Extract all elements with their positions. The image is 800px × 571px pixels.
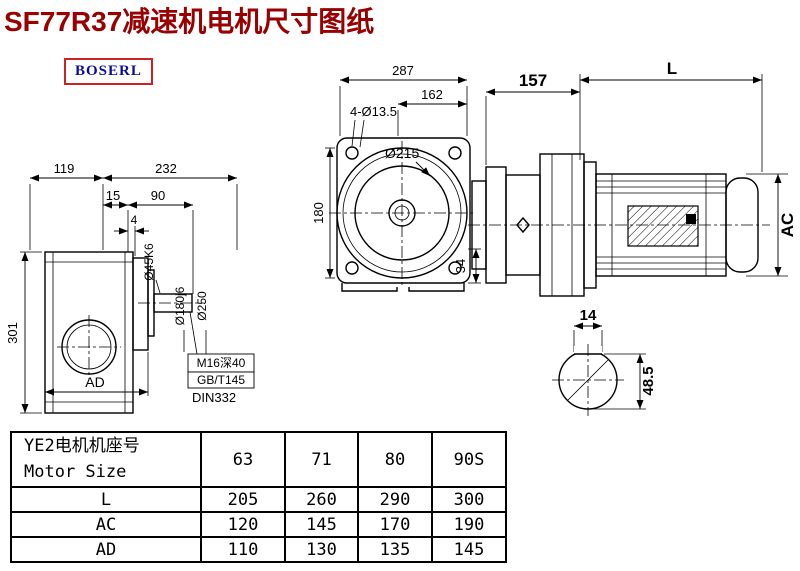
table-cell: 145: [284, 511, 359, 538]
gearbox-side-view: 119 232 15 90 4: [5, 161, 255, 414]
table-cell: 120: [200, 511, 286, 538]
table-cell: 130: [284, 536, 359, 563]
dim-4: 4: [114, 213, 149, 256]
dim-90: 90: [128, 188, 194, 294]
table-cell: 290: [357, 486, 433, 513]
shaft-dia-label: Ø45K6: [142, 243, 156, 281]
adapter-housing: [471, 153, 597, 297]
spigot-dia-label: Ø180j6: [173, 286, 187, 325]
dimension-table: YE2电机机座号 Motor Size 63 71 80 90S L 205 2…: [10, 431, 507, 563]
dim-119: 119: [29, 161, 104, 250]
shaft-dia-labels: Ø45K6 Ø180j6 Ø250: [142, 243, 209, 356]
table-cell: 260: [284, 486, 359, 513]
page-title: SF77R37减速机电机尺寸图纸: [4, 6, 375, 37]
row-label-L: L: [10, 486, 202, 513]
tap-callout: M16深40 GB/T145 DIN332: [187, 311, 255, 405]
table-row-header: YE2电机机座号 Motor Size 63 71 80 90S: [10, 431, 507, 488]
dim-119-label: 119: [54, 161, 75, 176]
table-row-AD: AD 110 130 135 145: [10, 536, 507, 563]
table-cell: 190: [431, 511, 507, 538]
dim-height-180: 180: [311, 147, 335, 279]
dim-232: 232: [103, 161, 238, 250]
stator-core-hatch: [627, 205, 699, 247]
dim-foot-34: 34: [453, 248, 481, 284]
dim-overall-width: 287: [339, 63, 468, 136]
shaft-section: [552, 344, 624, 416]
dim-key-height-48-5: 48.5: [592, 353, 657, 410]
dim-162-label: 162: [421, 87, 443, 102]
dim-90-label: 90: [151, 188, 165, 203]
table-row-AC: AC 120 145 170 190: [10, 511, 507, 538]
dim-L-label: L: [667, 59, 677, 78]
dim-301-label: 301: [5, 322, 20, 344]
table-cell: 145: [431, 536, 507, 563]
dim-15-label: 15: [106, 188, 120, 203]
dim-14-label: 14: [580, 307, 597, 324]
dim-AD: AD: [45, 352, 149, 396]
table-cell: 135: [357, 536, 433, 563]
terminal-block: [686, 214, 696, 224]
dim-301: 301: [5, 251, 42, 414]
table-header-cell: YE2电机机座号 Motor Size: [10, 431, 202, 488]
dim-inner-width: 162: [397, 87, 467, 136]
table-cell: 300: [431, 486, 507, 513]
dim-adapter-157: 157: [485, 71, 581, 165]
front-view-body: [329, 137, 475, 292]
motor-body: [595, 173, 759, 277]
table-header-en: Motor Size: [24, 461, 127, 482]
diamond-mark: [516, 216, 530, 234]
shaft-end-view: 14 48.5: [552, 307, 657, 416]
col-header-size-4: 90S: [431, 431, 507, 488]
flange-dia-label-side: Ø250: [195, 291, 209, 321]
table-cell: 110: [200, 536, 286, 563]
col-header-size-1: 63: [200, 431, 286, 488]
col-header-size-3: 80: [357, 431, 433, 488]
brand-logo: BOSERL: [64, 58, 153, 85]
flange-dia-label: Ø215: [385, 145, 419, 161]
standard-1-label: GB/T145: [197, 373, 245, 387]
flange-dia-callout: Ø215: [385, 145, 431, 177]
side-view-body: [44, 251, 204, 414]
dim-motor-height-AC: AC: [746, 173, 797, 277]
dim-AD-label: AD: [85, 374, 104, 390]
front-view: 287 162 4-Ø13.5 Ø215 180: [311, 63, 481, 292]
row-label-AC: AC: [10, 511, 202, 538]
row-label-AD: AD: [10, 536, 202, 563]
dim-AC-label: AC: [778, 213, 797, 238]
table-row-L: L 205 260 290 300: [10, 486, 507, 513]
dim-48-5-label: 48.5: [640, 366, 657, 395]
dim-34-label: 34: [453, 259, 468, 273]
standard-2-label: DIN332: [192, 390, 236, 405]
table-cell: 170: [357, 511, 433, 538]
tap-note-label: M16深40: [197, 356, 246, 370]
dim-motor-length-L: L: [580, 59, 763, 172]
corner-holes-label: 4-Ø13.5: [350, 104, 397, 119]
corner-holes-callout: 4-Ø13.5: [350, 104, 397, 148]
table-cell: 205: [200, 486, 286, 513]
dim-232-label: 232: [155, 161, 177, 176]
dim-157-label: 157: [519, 71, 547, 90]
dim-4-label: 4: [131, 213, 138, 227]
motor-side-view: 157 L AC: [468, 59, 797, 297]
table-header-cn: YE2电机机座号: [24, 436, 140, 456]
dim-180-label: 180: [311, 202, 326, 224]
fan-cover: [725, 177, 759, 273]
dim-287-label: 287: [392, 63, 414, 78]
dim-15: 15: [103, 188, 129, 252]
col-header-size-2: 71: [284, 431, 359, 488]
